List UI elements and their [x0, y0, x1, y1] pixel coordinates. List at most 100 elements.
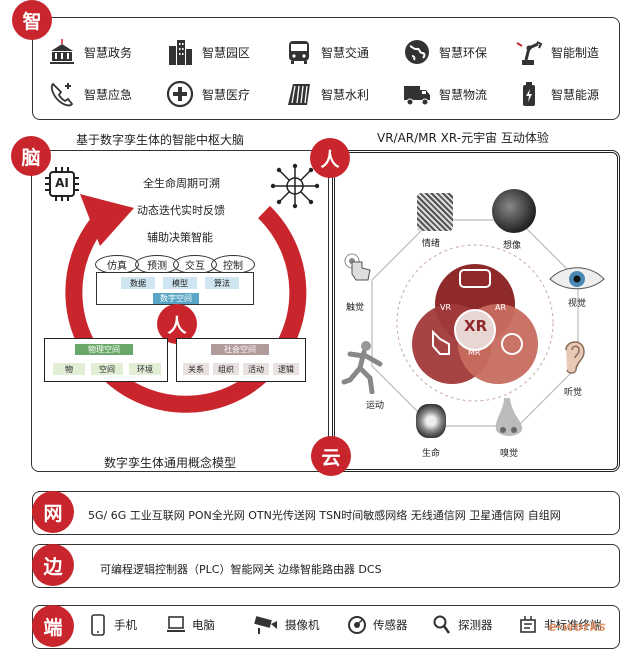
- network-globe-icon: [270, 163, 320, 209]
- network-text: 5G/ 6G 工业互联网 PON全光网 OTN光传送网 TSN时间敏感网络 无线…: [88, 509, 561, 522]
- app-item-water[interactable]: 智慧水利: [285, 80, 369, 108]
- sensor-icon: [348, 616, 366, 634]
- terminal-custom[interactable]: 非标准终端: [518, 614, 602, 636]
- terminal-phone[interactable]: 手机: [88, 614, 137, 636]
- sense-vision-label: 视觉: [568, 299, 587, 309]
- badge-duan: 端: [32, 605, 74, 647]
- app-item-medical[interactable]: 智慧医疗: [166, 80, 250, 108]
- terminal-label: 传感器: [373, 618, 408, 632]
- government-building-icon: [50, 39, 74, 64]
- phys-item-thing: 物: [53, 363, 85, 375]
- city-buildings-icon: [169, 40, 192, 65]
- sense-mood-label: 情绪: [422, 239, 441, 249]
- app-label: 智慧园区: [202, 45, 251, 60]
- globe-icon: [405, 40, 429, 64]
- person-badge-center: 人: [157, 304, 197, 344]
- app-label: 智慧政务: [84, 45, 133, 60]
- app-label: 智慧水利: [321, 87, 370, 102]
- phone-icon: [91, 614, 105, 636]
- app-item-park[interactable]: 智慧园区: [166, 38, 250, 66]
- terminal-sensor[interactable]: 传感器: [347, 614, 408, 636]
- digital-space-box: 数据 模型 算法 数字空间: [96, 272, 254, 305]
- digital-space-label: 数字空间: [153, 293, 199, 304]
- ai-chip-icon: AI: [44, 166, 80, 202]
- physical-space-title: 物理空间: [75, 344, 133, 355]
- phys-item-environment: 环境: [129, 363, 161, 375]
- cell-data: 数据: [121, 277, 155, 289]
- network-panel: [32, 491, 620, 535]
- cell-algorithm: 算法: [205, 277, 239, 289]
- sense-hearing-label: 听觉: [564, 388, 583, 398]
- dam-icon: [288, 84, 310, 105]
- camera-icon: [254, 616, 277, 634]
- touch-icon: [343, 252, 373, 284]
- app-item-government[interactable]: 智慧政务: [48, 38, 132, 66]
- brain-line-2: 动态迭代实时反馈: [137, 204, 225, 217]
- edge-panel: [32, 544, 620, 588]
- feedback-cycle-arrow: [65, 194, 307, 413]
- sense-smell-label: 嗅觉: [500, 449, 519, 459]
- app-item-environment[interactable]: 智慧环保: [403, 38, 487, 66]
- app-item-manufacturing[interactable]: 智能制造: [515, 38, 599, 66]
- person-badge: 人: [310, 138, 350, 178]
- social-item-relation: 关系: [183, 363, 209, 375]
- app-label: 智慧医疗: [202, 87, 251, 102]
- terminal-computer[interactable]: 电脑: [166, 614, 215, 636]
- sense-motion-label: 运动: [366, 401, 385, 411]
- metaverse-title: VR/AR/MR XR-元宇宙 互动体验: [377, 131, 549, 145]
- smell-nose-image: [490, 396, 526, 440]
- sense-life-label: 生命: [422, 449, 441, 459]
- sense-imagine-label: 想像: [503, 241, 522, 251]
- badge-nao: 脑: [11, 136, 51, 176]
- laptop-icon: [167, 616, 185, 632]
- ar-label: AR: [495, 303, 507, 312]
- smart-applications-panel: [32, 17, 620, 120]
- cell-model: 模型: [163, 277, 197, 289]
- social-item-logic: 逻辑: [273, 363, 299, 375]
- terminal-panel: [32, 605, 620, 649]
- detector-icon: [433, 615, 451, 634]
- xr-label: XR: [464, 317, 488, 335]
- brain-title: 基于数字孪生体的智能中枢大脑: [76, 133, 245, 147]
- social-item-activity: 活动: [243, 363, 269, 375]
- hearing-icon: [560, 336, 588, 376]
- vision-icon: [548, 266, 606, 292]
- app-item-emergency[interactable]: 智慧应急: [48, 80, 132, 108]
- terminal-camera[interactable]: 摄像机: [253, 614, 320, 636]
- app-label: 智慧物流: [439, 87, 488, 102]
- imagine-image: [492, 189, 536, 233]
- ai-label: AI: [55, 176, 69, 190]
- terminal-detector[interactable]: 探测器: [432, 614, 493, 636]
- app-label: 智能制造: [551, 45, 600, 60]
- terminal-label: 摄像机: [285, 618, 320, 632]
- edge-text: 可编程逻辑控制器（PLC）智能网关 边缘智能路由器 DCS: [100, 563, 382, 576]
- app-label: 智慧交通: [321, 45, 370, 60]
- badge-bian: 边: [32, 544, 74, 586]
- emergency-phone-icon: [50, 82, 74, 107]
- motion-figure: [340, 338, 390, 395]
- brain-line-3: 辅助决策智能: [147, 231, 213, 244]
- physical-space-box: 物理空间 物 空间 环境: [44, 338, 168, 382]
- bus-icon: [289, 41, 309, 64]
- app-item-energy[interactable]: 智慧能源: [515, 80, 599, 108]
- app-item-transport[interactable]: 智慧交通: [285, 38, 369, 66]
- terminal-label: 手机: [114, 618, 137, 632]
- cloud-badge: 云: [311, 436, 351, 476]
- app-label: 智慧环保: [439, 45, 488, 60]
- badge-wang: 网: [32, 491, 74, 533]
- terminal-label: 非标准终端: [544, 618, 602, 632]
- badge-zhi: 智: [12, 0, 52, 40]
- life-brain-scan: [416, 404, 446, 438]
- battery-icon: [523, 82, 535, 106]
- phys-item-space: 空间: [91, 363, 123, 375]
- xr-venn-diagram: [412, 264, 538, 384]
- app-item-logistics[interactable]: 智慧物流: [403, 80, 487, 108]
- medical-cross-icon: [166, 80, 194, 108]
- terminal-label: 电脑: [192, 618, 215, 632]
- app-label: 智慧能源: [551, 87, 600, 102]
- social-space-box: 社会空间 关系 组织 活动 逻辑: [176, 338, 306, 382]
- mr-label: MR: [468, 348, 481, 357]
- robot-arm-icon: [516, 41, 543, 65]
- vr-label: VR: [440, 303, 452, 312]
- truck-icon: [404, 86, 430, 106]
